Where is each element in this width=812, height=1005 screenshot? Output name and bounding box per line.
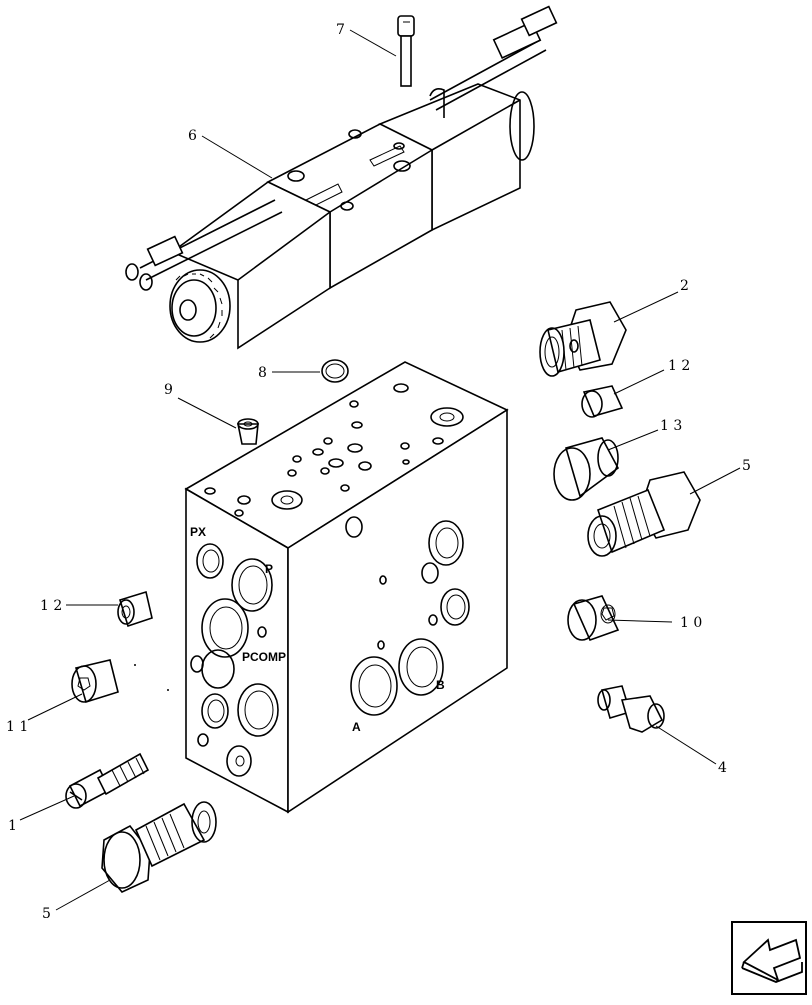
- callout-10: 1 0: [680, 615, 702, 631]
- callout-13: 1 3: [660, 418, 682, 434]
- leader-line-10: [607, 619, 673, 623]
- leader-line-7: [349, 29, 397, 57]
- port-label-px: PX: [190, 525, 206, 539]
- callout-8: 8: [258, 365, 267, 381]
- callout-7: 7: [336, 22, 345, 38]
- callout-9: 9: [164, 382, 173, 398]
- valve-part-4: [597, 685, 665, 733]
- plug-part-12-upper: [581, 385, 624, 418]
- callout-12-left: 1 2: [40, 598, 62, 614]
- port-label-a: A: [352, 720, 361, 734]
- valve-block: PX P PCOMP A B: [184, 361, 509, 814]
- back-arrow-icon[interactable]: [731, 921, 807, 995]
- callout-6: 6: [188, 128, 197, 144]
- callout-2: 2: [680, 278, 689, 294]
- o-ring-part-8: [321, 359, 349, 383]
- top-face-holes: [204, 383, 464, 510]
- leader-line-4: [655, 725, 717, 765]
- port-label-pcomp: PCOMP: [242, 650, 286, 664]
- callout-5-right: 5: [742, 458, 751, 474]
- callout-5-lower: 5: [42, 906, 51, 922]
- cartridge-part-2: [539, 301, 627, 377]
- plug-part-10: [567, 595, 620, 642]
- leader-line-5-right: [689, 467, 741, 495]
- leader-line-6: [201, 135, 273, 179]
- port-label-b: B: [436, 678, 445, 692]
- leader-line-13: [607, 429, 659, 451]
- leader-line-1: [19, 795, 75, 821]
- callout-1: 1: [8, 818, 17, 834]
- callout-4: 4: [718, 760, 727, 776]
- relief-valve-part-5-right: [587, 471, 701, 557]
- plug-part-12-left: [117, 590, 153, 628]
- leader-line-9: [177, 397, 237, 429]
- callout-11: 1 1: [6, 719, 28, 735]
- plug-part-11: [71, 659, 119, 704]
- relief-valve-part-5-lower: [101, 801, 217, 893]
- leader-line-2: [613, 291, 679, 323]
- right-face-ports: [345, 516, 470, 716]
- leader-line-11: [27, 693, 83, 721]
- solenoid-valve: [125, 5, 558, 350]
- left-face-ports: [190, 509, 279, 777]
- plug-part-13: [553, 437, 620, 501]
- leader-line-12-upper: [613, 369, 665, 395]
- callout-12-upper: 1 2: [668, 358, 690, 374]
- port-label-p: P: [265, 562, 273, 576]
- screw-part-7: [397, 15, 415, 87]
- needle-valve-part-1: [65, 752, 150, 809]
- leader-line-5-lower: [55, 879, 111, 911]
- callouts: 7 6 2 8 1 2 9 1 3 5 1 2 1 0 1 1 4 1 5: [6, 22, 751, 922]
- plug-part-9: [237, 418, 259, 445]
